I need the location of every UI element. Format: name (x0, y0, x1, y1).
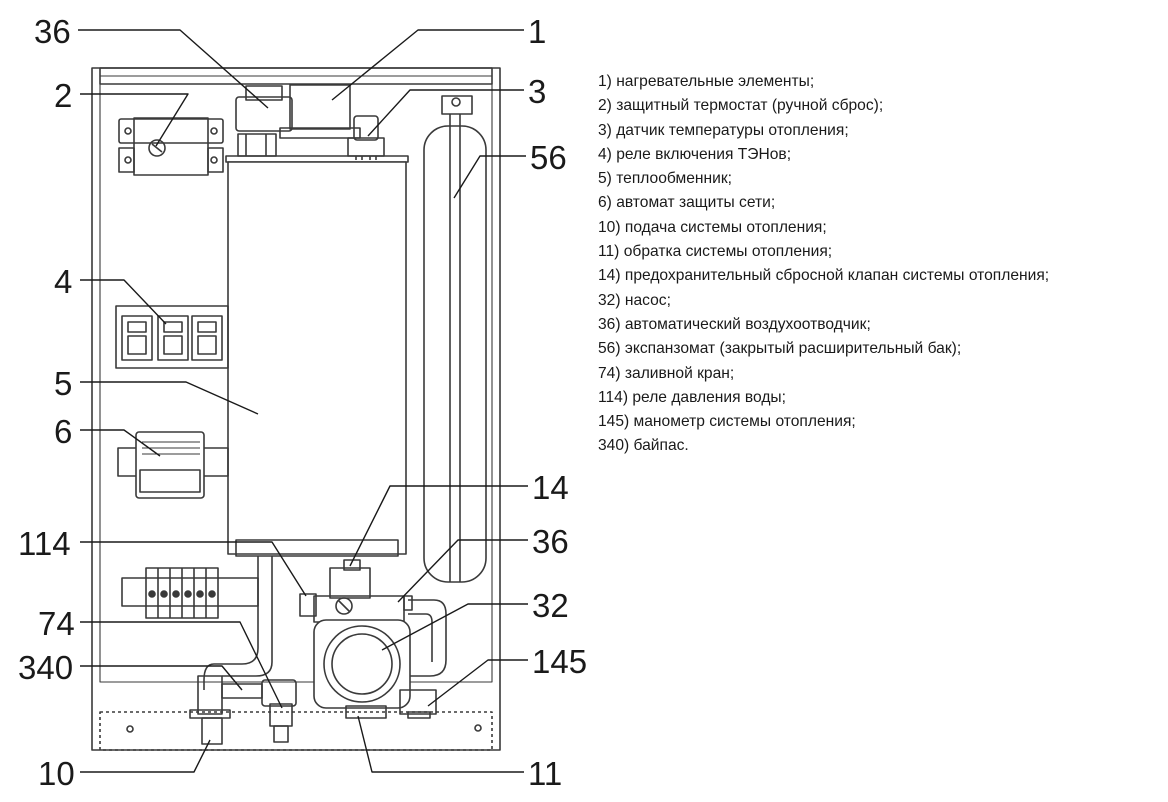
callout-6: 6 (54, 413, 72, 450)
callout-145: 145 (532, 643, 587, 680)
legend-item: 14) предохранительный сбросной клапан си… (598, 267, 1050, 285)
callout-2: 2 (54, 77, 72, 114)
circuit-breaker (117, 431, 229, 499)
callout-36-top: 36 (34, 13, 71, 50)
legend-item: 32) насос; (598, 291, 671, 309)
legend-item: 340) байпас. (598, 437, 689, 455)
heater-relays (115, 305, 229, 369)
callout-74: 74 (38, 605, 75, 642)
callout-10: 10 (38, 755, 75, 792)
callout-1: 1 (528, 13, 546, 50)
legend-item: 10) подача системы отопления; (598, 218, 827, 236)
callout-114: 114 (18, 525, 71, 562)
expansion-vessel (423, 95, 487, 583)
legend-item: 56) экспанзомат (закрытый расширительный… (598, 340, 962, 358)
legend-list: 1) нагревательные элементы; 2) защитный … (598, 70, 1049, 459)
legend-item: 4) реле включения ТЭНов; (598, 145, 792, 163)
legend-item: 145) манометр системы отопления; (598, 413, 856, 431)
callout-4: 4 (54, 263, 72, 300)
callout-3: 3 (528, 73, 546, 110)
legend-item: 11) обратка системы отопления; (598, 243, 833, 261)
callout-340: 340 (18, 649, 73, 686)
legend-item: 74) заливной кран; (598, 364, 735, 382)
legend-item: 1) нагревательные элементы; (598, 73, 815, 90)
pump (299, 559, 413, 719)
leader-lines (78, 29, 528, 773)
callout-56: 56 (530, 139, 567, 176)
legend-item: 2) защитный термостат (ручной сброс); (598, 97, 884, 115)
legend-item: 5) теплообменник; (598, 170, 732, 188)
legend-item: 6) автомат защиты сети; (598, 194, 776, 212)
piping (203, 556, 447, 690)
callout-labels: 36 1 2 3 56 4 5 6 14 114 36 74 32 340 14… (18, 13, 587, 792)
terminal-block (121, 567, 259, 619)
callout-14: 14 (532, 469, 569, 506)
legend-item: 3) датчик температуры отопления; (598, 121, 849, 139)
legend-item: 114) реле давления воды; (598, 388, 786, 406)
callout-5: 5 (54, 365, 72, 402)
protective-thermostat (118, 117, 224, 176)
legend-item: 36) автоматический воздухоотводчик; (598, 315, 871, 333)
fill-tap (261, 679, 297, 743)
callout-36-bottom: 36 (532, 523, 569, 560)
callout-32: 32 (532, 587, 569, 624)
manometer (399, 689, 437, 719)
heat-exchanger (225, 155, 409, 557)
callout-11: 11 (528, 755, 562, 792)
